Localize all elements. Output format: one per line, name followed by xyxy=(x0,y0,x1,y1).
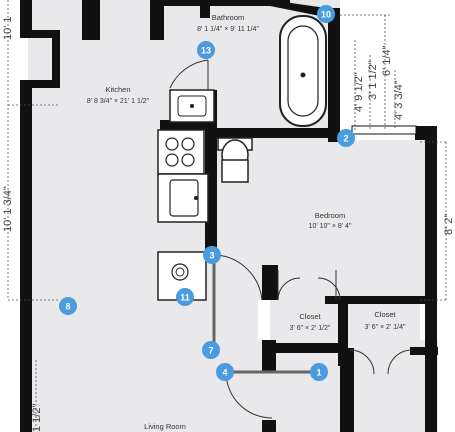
wall-left-notch xyxy=(20,30,60,88)
wall-right xyxy=(425,126,437,432)
wall-closet-divider xyxy=(338,296,348,366)
svg-text:13: 13 xyxy=(201,46,211,56)
bedroom-door-swing xyxy=(216,254,263,301)
svg-text:2: 2 xyxy=(343,134,348,144)
marker-11[interactable]: 11 xyxy=(176,288,194,306)
svg-text:8: 8 xyxy=(65,302,70,312)
dim-left-top: 10' 1 xyxy=(2,16,14,40)
marker-13[interactable]: 13 xyxy=(197,41,215,59)
dim-bath-b: 3' 1 1/2" xyxy=(367,60,379,100)
wall-left-top xyxy=(20,0,32,30)
kitchen-title: Kitchen xyxy=(105,85,130,94)
kitchen-size: 8' 8 3/4" × 21' 1 1/2" xyxy=(87,98,150,105)
marker-4[interactable]: 4 xyxy=(216,363,234,381)
marker-7[interactable]: 7 xyxy=(202,341,220,359)
dim-bath-d: 4' 3 3/4" xyxy=(393,80,405,120)
svg-text:10: 10 xyxy=(321,10,331,20)
marker-10[interactable]: 10 xyxy=(317,5,335,23)
wall-top-kitchen-1 xyxy=(82,0,100,40)
dimension-labels: 10' 1 10' 1 3/4" 1 1/2" 8' 2" 4' 9 1/2" … xyxy=(2,16,455,432)
fixtures xyxy=(157,15,327,301)
svg-text:7: 7 xyxy=(208,346,213,356)
closet-right-size: 3' 6" × 2' 1/4" xyxy=(365,324,406,331)
closet-right-title: Closet xyxy=(374,310,396,319)
dim-left-bottom: 1 1/2" xyxy=(31,404,43,432)
closet-left-floor xyxy=(270,270,345,348)
sink-icon xyxy=(169,89,215,123)
wall-top-kitchen-2 xyxy=(150,0,164,40)
wall-closet-bottom xyxy=(270,343,348,353)
stove-icon xyxy=(157,129,205,175)
bathroom-title: Bathroom xyxy=(212,13,245,22)
svg-text:3: 3 xyxy=(209,251,214,261)
bedroom-window xyxy=(351,125,417,135)
bathroom-size: 8' 1 1/4" × 9' 11 1/4" xyxy=(197,26,259,33)
bedroom-title: Bedroom xyxy=(315,211,345,220)
svg-text:1: 1 xyxy=(316,368,321,378)
kitchen-bath-door xyxy=(169,59,209,89)
closet-left-size: 3' 6" × 2' 1/2" xyxy=(290,325,331,332)
room-labels: Bathroom 8' 1 1/4" × 9' 11 1/4" Kitchen … xyxy=(87,13,406,431)
wall-hall-left xyxy=(262,340,276,372)
wall-closet-top-left xyxy=(262,265,278,300)
dim-left-middle: 10' 1 3/4" xyxy=(2,186,14,232)
dim-bath-c: 6' 1/4" xyxy=(381,45,393,76)
wall-living-right xyxy=(340,348,354,432)
marker-3[interactable]: 3 xyxy=(203,246,221,264)
marker-2[interactable]: 2 xyxy=(337,129,355,147)
wall-bath-bottom xyxy=(215,128,340,138)
dim-right-bedroom: 8' 2" xyxy=(443,214,455,235)
marker-8[interactable]: 8 xyxy=(59,297,77,315)
dimension-lines xyxy=(7,0,447,432)
wall-bath-top xyxy=(160,0,290,6)
svg-text:11: 11 xyxy=(180,293,190,303)
dim-bath-a: 4' 9 1/2" xyxy=(353,72,365,112)
markers[interactable]: 10 13 2 3 11 8 7 4 1 xyxy=(59,5,355,381)
wall-living-sep xyxy=(262,420,276,432)
marker-1[interactable]: 1 xyxy=(310,363,328,381)
living-room-title: Living Room xyxy=(144,422,186,431)
toilet-icon xyxy=(217,137,253,183)
wall-bath-right xyxy=(328,8,340,142)
wall-left xyxy=(20,88,32,432)
wall-bath-sink-cab xyxy=(160,120,215,130)
living-floor xyxy=(28,340,438,432)
wall-closet-right-bottom xyxy=(410,347,438,355)
wall-closet-top xyxy=(325,296,425,304)
bathtub-icon xyxy=(279,15,327,127)
bedroom-size: 10' 10" × 8' 4" xyxy=(309,223,352,230)
wall-bath-left xyxy=(200,0,210,18)
kitchen-sink-icon xyxy=(157,173,209,223)
svg-text:4: 4 xyxy=(222,368,227,378)
closet-left-title: Closet xyxy=(299,312,321,321)
closet-right-door xyxy=(349,349,413,375)
